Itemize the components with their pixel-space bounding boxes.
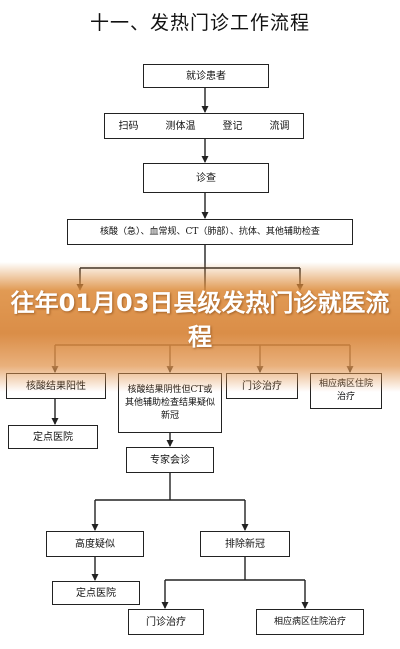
node-dept-inpatient: 相应病区住院治疗 (256, 609, 364, 635)
node-clinic-treatment-2: 门诊治疗 (128, 609, 204, 635)
intake-epidemiology: 流调 (269, 120, 290, 132)
node-intake: 扫码 测体温 登记 流调 (104, 113, 304, 139)
node-designated-hospital-1: 定点医院 (8, 425, 98, 449)
intake-temperature: 测体温 (165, 120, 196, 132)
node-patient: 就诊患者 (143, 64, 269, 88)
overlay-banner (0, 262, 400, 392)
node-expert-consult: 专家会诊 (126, 447, 214, 473)
intake-scan: 扫码 (118, 120, 139, 132)
node-tests: 核酸（急）、血常规、CT（肺部）、抗体、其他辅助检查 (67, 219, 353, 245)
banner-title: 往年01月03日县级发热门诊就医流程 (10, 289, 390, 351)
node-excluded: 排除新冠 (200, 531, 290, 557)
intake-register: 登记 (222, 120, 243, 132)
node-exam: 诊查 (143, 163, 269, 193)
node-highly-suspected: 高度疑似 (46, 531, 144, 557)
page-title: 十一、发热门诊工作流程 (89, 12, 310, 34)
node-designated-hospital-2: 定点医院 (52, 581, 140, 605)
